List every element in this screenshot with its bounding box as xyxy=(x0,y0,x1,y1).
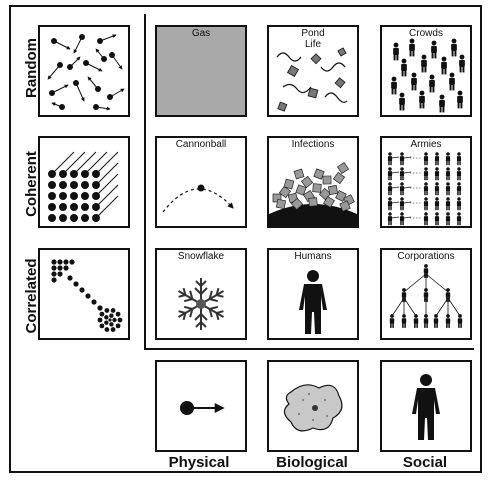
horizontal-axis-line xyxy=(144,348,474,350)
tile-gas: Gas xyxy=(155,25,247,117)
person-silhouette-icon xyxy=(382,362,470,450)
cell-label-armies: Armies xyxy=(382,139,470,150)
tile-biological-icon xyxy=(267,360,359,452)
cell-label-pond-life: Pond Life xyxy=(269,28,357,50)
gas-fill xyxy=(157,27,245,115)
tile-humans: Humans xyxy=(267,248,359,340)
army-soldiers-icon xyxy=(382,138,470,226)
coherent-grid-icon xyxy=(40,138,128,226)
correlated-arrow-icon xyxy=(40,250,128,338)
snowflake-icon xyxy=(157,250,245,338)
cell-label-corporations: Corporations xyxy=(382,251,470,262)
human-figure-icon xyxy=(269,250,357,338)
random-arrows-icon xyxy=(40,27,128,115)
cell-label-gas: Gas xyxy=(157,28,245,39)
tile-correlated-pattern xyxy=(38,248,130,340)
tile-snowflake: Snowflake xyxy=(155,248,247,340)
column-label-biological: Biological xyxy=(257,454,367,471)
cell-label-cannonball: Cannonball xyxy=(157,139,245,150)
cell-label-crowds: Crowds xyxy=(382,28,470,39)
amoeba-cell-icon xyxy=(269,362,357,450)
tile-infections: Infections xyxy=(267,136,359,228)
tile-armies: Armies xyxy=(380,136,472,228)
tile-cannonball: Cannonball xyxy=(155,136,247,228)
tile-crowds: Crowds xyxy=(380,25,472,117)
vertical-axis-line xyxy=(144,14,146,350)
infection-cells-icon xyxy=(269,138,357,226)
cell-label-infections: Infections xyxy=(269,139,357,150)
cell-label-humans: Humans xyxy=(269,251,357,262)
tile-random-pattern xyxy=(38,25,130,117)
particle-arrow-icon xyxy=(157,362,245,450)
crowd-figures-icon xyxy=(382,27,470,115)
cannonball-trajectory-icon xyxy=(157,138,245,226)
column-label-social: Social xyxy=(370,454,480,471)
column-label-physical: Physical xyxy=(144,454,254,471)
tile-social-icon xyxy=(380,360,472,452)
tile-physical-icon xyxy=(155,360,247,452)
cell-label-snowflake: Snowflake xyxy=(157,251,245,262)
tile-coherent-pattern xyxy=(38,136,130,228)
tile-corporations: Corporations xyxy=(380,248,472,340)
tile-pond-life: Pond Life xyxy=(267,25,359,117)
org-chart-icon xyxy=(382,250,470,338)
